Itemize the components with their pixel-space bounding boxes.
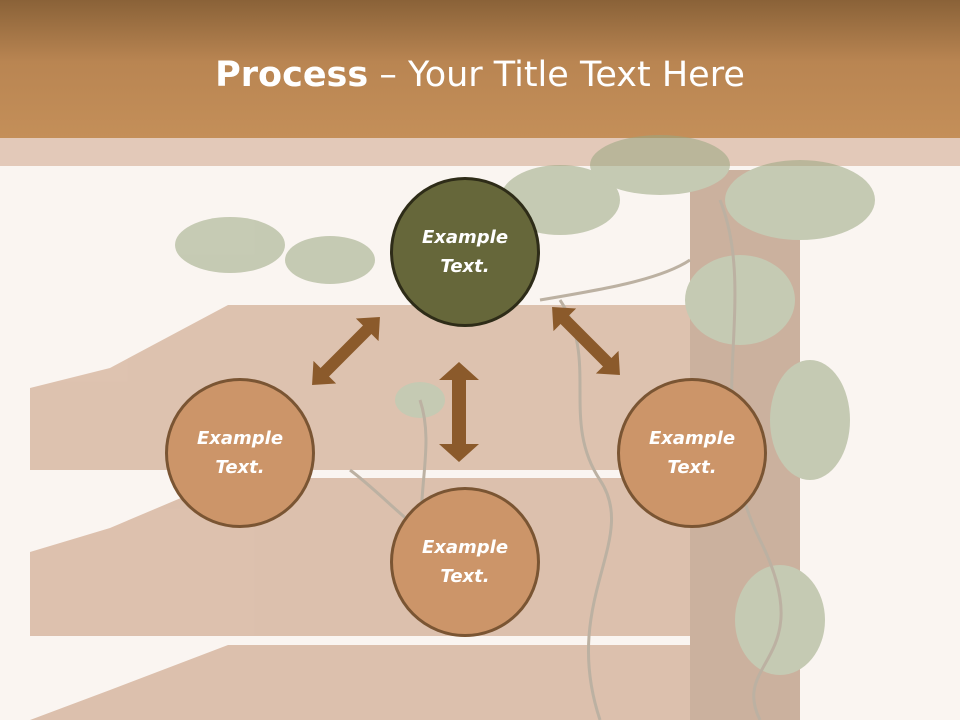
process-node-top: Example Text. <box>390 177 540 327</box>
process-node-left: Example Text. <box>165 378 315 528</box>
node-bottom-line2: Text. <box>440 566 490 587</box>
node-bottom-line1: Example <box>421 537 509 558</box>
slide-title: Process – Your Title Text Here <box>0 50 960 100</box>
title-bold: Process <box>215 55 369 95</box>
header-band <box>0 0 960 138</box>
node-right-line2: Text. <box>667 457 717 478</box>
arrow-top-right <box>552 307 620 375</box>
arrow-vertical <box>439 362 479 462</box>
node-right-line1: Example <box>648 428 736 449</box>
node-top-line1: Example <box>421 227 509 248</box>
node-top-line2: Text. <box>440 256 490 277</box>
node-left-line2: Text. <box>215 457 265 478</box>
title-rest: – Your Title Text Here <box>368 55 745 95</box>
arrow-top-left <box>312 317 380 385</box>
node-left-line1: Example <box>196 428 284 449</box>
process-node-bottom: Example Text. <box>390 487 540 637</box>
process-node-right: Example Text. <box>617 378 767 528</box>
